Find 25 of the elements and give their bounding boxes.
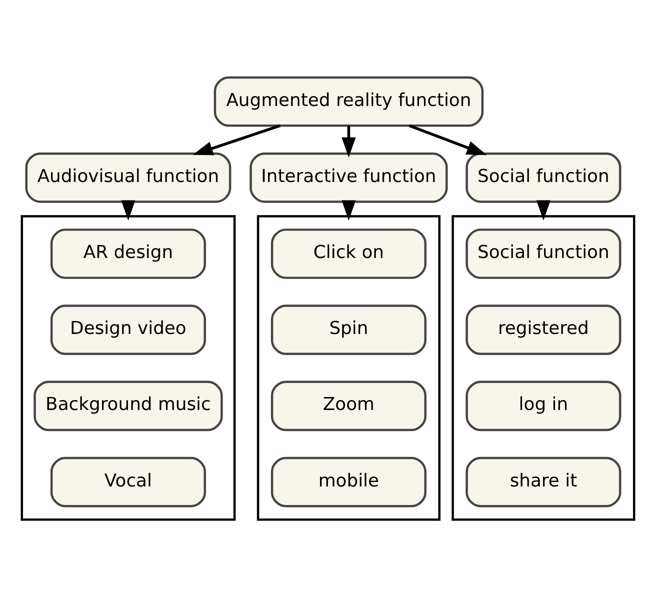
cluster [452,215,636,521]
node-box: Vocal [50,456,206,508]
node-box: mobile [270,456,426,508]
node-box: registered [466,304,622,356]
node-box: Background music [34,380,223,432]
arrow [342,200,356,220]
arrow [342,126,356,158]
cluster [20,215,236,521]
node-box: log in [466,380,622,432]
node-box: AR design [50,228,206,279]
node-box: Social function [466,228,622,279]
arrow [192,124,281,156]
node-box: Click on [270,228,426,279]
node-box: Interactive function [250,152,448,203]
node-box: share it [466,456,622,508]
arrow [536,200,551,220]
node-box: Design video [50,304,206,356]
node-box: Spin [270,304,426,356]
arrow [121,200,136,220]
node-box: Augmented reality function [214,76,484,127]
node-box: Zoom [270,380,426,432]
cluster [256,215,440,521]
arrow [408,124,487,156]
node-box: Social function [466,152,622,203]
node-box: Audiovisual function [25,152,232,203]
